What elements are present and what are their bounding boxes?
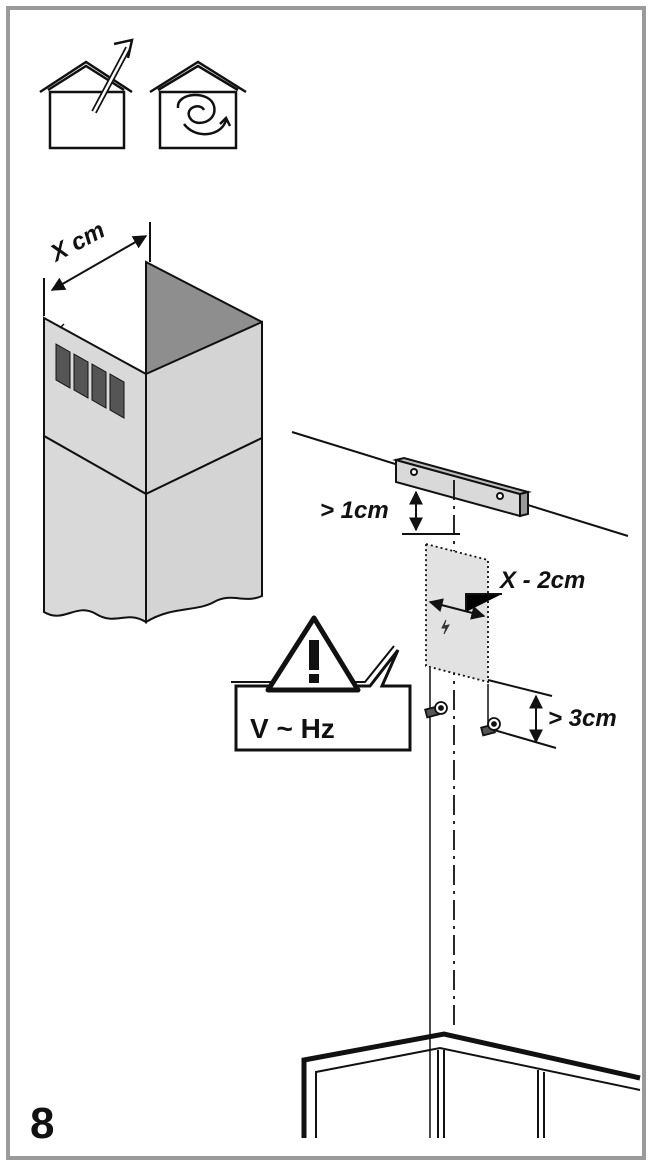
chimney-lower xyxy=(43,434,263,624)
house-recirculation-icon xyxy=(149,60,247,150)
chimney-vent-grille xyxy=(55,343,125,419)
zone-width-dimension xyxy=(428,593,502,620)
step-number: 8 xyxy=(30,1099,54,1148)
bracket-gap-dimension xyxy=(402,490,460,535)
chimney-width-label: X cm xyxy=(44,217,109,269)
house-exhaust-icon xyxy=(39,38,134,150)
bracket-gap-label: > 1cm xyxy=(320,497,389,524)
right-screw xyxy=(480,717,501,737)
lightning-icon xyxy=(441,619,450,635)
hood-top xyxy=(301,1031,641,1138)
warning-triangle-icon xyxy=(265,615,361,693)
screw-gap-dimension xyxy=(487,679,557,749)
zone-width-label: X - 2cm xyxy=(498,567,585,594)
left-screw xyxy=(424,701,448,719)
chimney-mark xyxy=(59,323,65,329)
mounting-bracket xyxy=(392,456,532,518)
electrical-zone xyxy=(425,542,489,684)
chimney-width-dimension xyxy=(43,222,151,316)
screw-gap-label: > 3cm xyxy=(548,705,617,732)
voltage-label: V ~ Hz xyxy=(250,713,335,744)
